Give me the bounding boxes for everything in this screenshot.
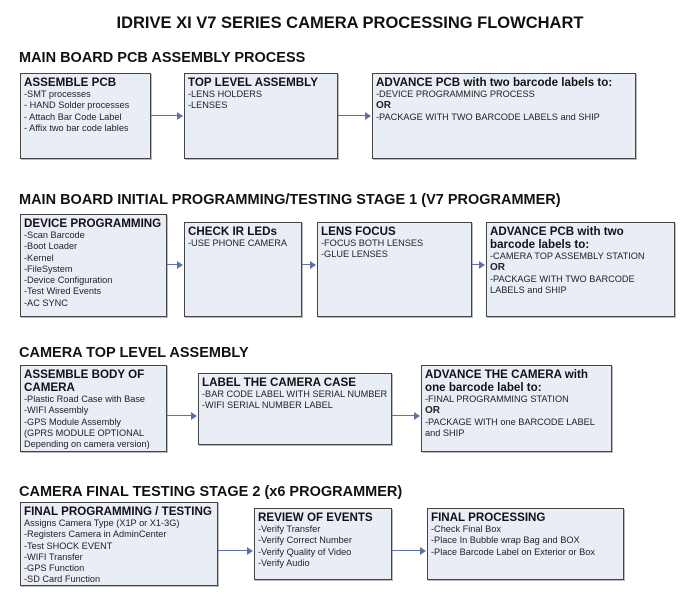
flow-arrow-icon	[167, 410, 197, 422]
box-line: -Plastic Road Case with Base	[24, 394, 146, 404]
box-line: -PACKAGE WITH TWO BARCODE LABELS and SHI…	[490, 273, 635, 295]
box-heading: LENS FOCUS	[321, 225, 396, 238]
process-box: ADVANCE PCB with two barcode labels to:-…	[372, 73, 636, 159]
box-line: -Boot Loader	[24, 241, 78, 252]
section-heading: CAMERA FINAL TESTING STAGE 2 (x6 PROGRAM…	[19, 484, 403, 500]
box-line: -AC SYNC	[24, 297, 68, 308]
process-box: FINAL PROCESSING -Check Final Box-Place …	[427, 508, 624, 580]
flow-arrow-icon	[218, 545, 253, 557]
box-line: -Place In Bubble wrap Bag and BOX	[431, 535, 580, 546]
box-line: -GPS Function	[24, 563, 85, 574]
box-line: -GLUE LENSES	[321, 249, 388, 260]
section-heading: MAIN BOARD PCB ASSEMBLY PROCESS	[19, 50, 306, 66]
box-line: - Attach Bar Code Label	[24, 111, 122, 122]
box-line: -Device Configuration	[24, 275, 113, 286]
box-heading: ADVANCE PCB with two barcode labels to:	[376, 76, 613, 89]
box-heading: FINAL PROCESSING	[431, 511, 546, 524]
box-heading: ASSEMBLE PCB	[24, 76, 117, 89]
box-line: Assigns Camera Type (X1P or X1-3G)	[24, 518, 180, 528]
box-line: OR	[425, 405, 440, 417]
process-box: ASSEMBLE BODY OF CAMERA-Plastic Road Cas…	[20, 365, 167, 452]
box-line: OR	[376, 100, 391, 112]
flow-arrow-icon	[472, 259, 485, 271]
box-line: -GPS Module Assembly	[24, 416, 122, 427]
box-line: -SD Card Function	[24, 574, 101, 585]
box-line: -USE PHONE CAMERA	[188, 238, 288, 248]
box-line: -Check Final Box	[431, 524, 501, 534]
box-heading: ASSEMBLE BODY OF CAMERA	[24, 368, 145, 394]
flow-arrow-icon	[302, 259, 316, 271]
box-line: -BAR CODE LABEL WITH SERIAL NUMBER	[202, 389, 388, 399]
box-line: -FINAL PROGRAMMING STATION	[425, 394, 569, 404]
box-line: -Verify Transfer	[258, 524, 321, 534]
box-line: -FileSystem	[24, 263, 73, 274]
box-line: -WIFI SERIAL NUMBER LABEL	[202, 400, 333, 411]
box-heading: FINAL PROGRAMMING / TESTING	[24, 505, 212, 518]
box-line: OR	[490, 262, 505, 274]
box-line: -Verify Quality of Video	[258, 546, 352, 557]
box-heading: ADVANCE THE CAMERA with one barcode labe…	[425, 368, 588, 394]
box-heading: TOP LEVEL ASSEMBLY	[188, 76, 318, 89]
process-box: CHECK IR LEDs-USE PHONE CAMERA	[184, 222, 302, 317]
box-line: -Test Wired Events	[24, 286, 102, 297]
box-line: -WIFI Transfer	[24, 551, 83, 562]
flow-arrow-icon	[392, 410, 420, 422]
process-box: ADVANCE THE CAMERA with one barcode labe…	[421, 365, 612, 452]
box-heading: ADVANCE PCB with two barcode labels to:	[490, 225, 624, 251]
box-heading: DEVICE PROGRAMMING	[24, 217, 162, 230]
box-line: -Verify Correct Number	[258, 535, 352, 546]
box-line: -PACKAGE WITH one BARCODE LABEL and SHIP	[425, 416, 595, 438]
box-heading: CHECK IR LEDs	[188, 225, 277, 238]
box-line: -SMT processes	[24, 89, 91, 99]
box-line: -Scan Barcode	[24, 230, 85, 240]
process-box: ADVANCE PCB with two barcode labels to:-…	[486, 222, 675, 317]
box-line: -CAMERA TOP ASSEMBLY STATION	[490, 251, 645, 261]
box-heading: REVIEW OF EVENTS	[258, 511, 373, 524]
box-line: - Affix two bar code lables	[24, 122, 129, 133]
box-line: -Registers Camera in AdminCenter	[24, 529, 167, 540]
box-line: -DEVICE PROGRAMMING PROCESS	[376, 89, 535, 99]
process-box: DEVICE PROGRAMMING-Scan Barcode-Boot Loa…	[20, 214, 167, 317]
box-line: - HAND Solder processes	[24, 100, 130, 111]
process-box: ASSEMBLE PCB -SMT processes- HAND Solder…	[20, 73, 151, 159]
process-box: LABEL THE CAMERA CASE-BAR CODE LABEL WIT…	[198, 373, 392, 445]
page-title: IDRIVE XI V7 SERIES CAMERA PROCESSING FL…	[116, 14, 584, 32]
section-heading: CAMERA TOP LEVEL ASSEMBLY	[19, 345, 249, 361]
flow-arrow-icon	[338, 110, 371, 122]
box-line: -LENS HOLDERS	[188, 89, 263, 99]
box-line: -LENSES	[188, 100, 228, 111]
flow-arrow-icon	[151, 110, 183, 122]
box-line: -WIFI Assembly	[24, 405, 89, 416]
flow-arrow-icon	[392, 545, 426, 557]
box-line: -Test SHOCK EVENT	[24, 540, 113, 551]
box-line: -FOCUS BOTH LENSES	[321, 238, 424, 248]
box-heading: LABEL THE CAMERA CASE	[202, 376, 356, 389]
section-heading: MAIN BOARD INITIAL PROGRAMMING/TESTING S…	[19, 192, 561, 208]
box-line: -Kernel	[24, 252, 54, 263]
box-line: -Verify Audio	[258, 557, 310, 568]
process-box: REVIEW OF EVENTS-Verify Transfer-Verify …	[254, 508, 392, 580]
box-line: (GPRS MODULE OPTIONAL Depending on camer…	[24, 427, 150, 450]
box-line: -PACKAGE WITH TWO BARCODE LABELS and SHI…	[376, 111, 600, 122]
process-box: TOP LEVEL ASSEMBLY-LENS HOLDERS-LENSES	[184, 73, 338, 159]
flow-arrow-icon	[167, 259, 183, 271]
process-box: LENS FOCUS-FOCUS BOTH LENSES-GLUE LENSES	[317, 222, 472, 317]
box-line: -Place Barcode Label on Exterior or Box	[431, 546, 595, 557]
